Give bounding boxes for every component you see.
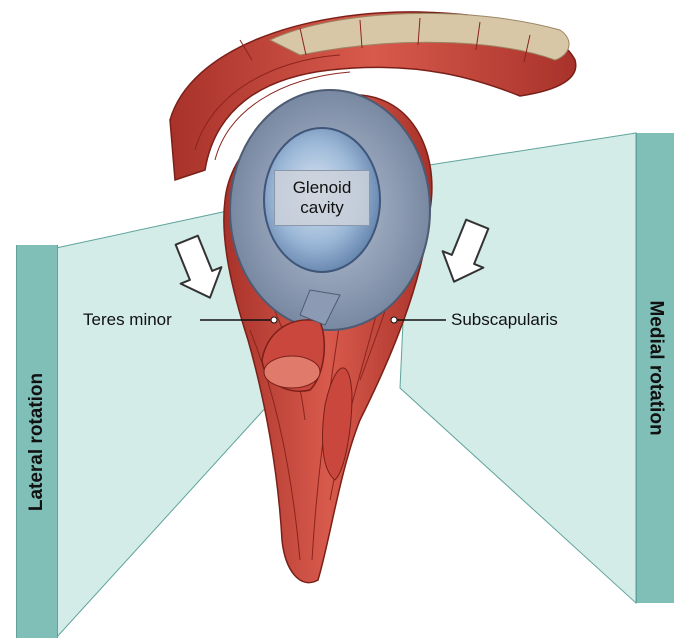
teres-minor-dot: [271, 317, 277, 323]
glenoid-label-line1: Glenoid: [293, 178, 352, 198]
cut-surface: [264, 356, 320, 388]
teres-minor-label: Teres minor: [83, 310, 172, 330]
glenoid-cavity-label: Glenoid cavity: [274, 170, 370, 226]
medial-rotation-plane: [400, 133, 636, 603]
medial-rotation-band: Medial rotation: [636, 133, 674, 603]
glenoid-label-line2: cavity: [300, 198, 343, 218]
medial-rotation-label: Medial rotation: [645, 300, 667, 435]
subscapularis-label: Subscapularis: [451, 310, 558, 330]
lateral-rotation-label: Lateral rotation: [26, 372, 48, 510]
subscapularis-dot: [391, 317, 397, 323]
lateral-rotation-band: Lateral rotation: [16, 245, 58, 638]
